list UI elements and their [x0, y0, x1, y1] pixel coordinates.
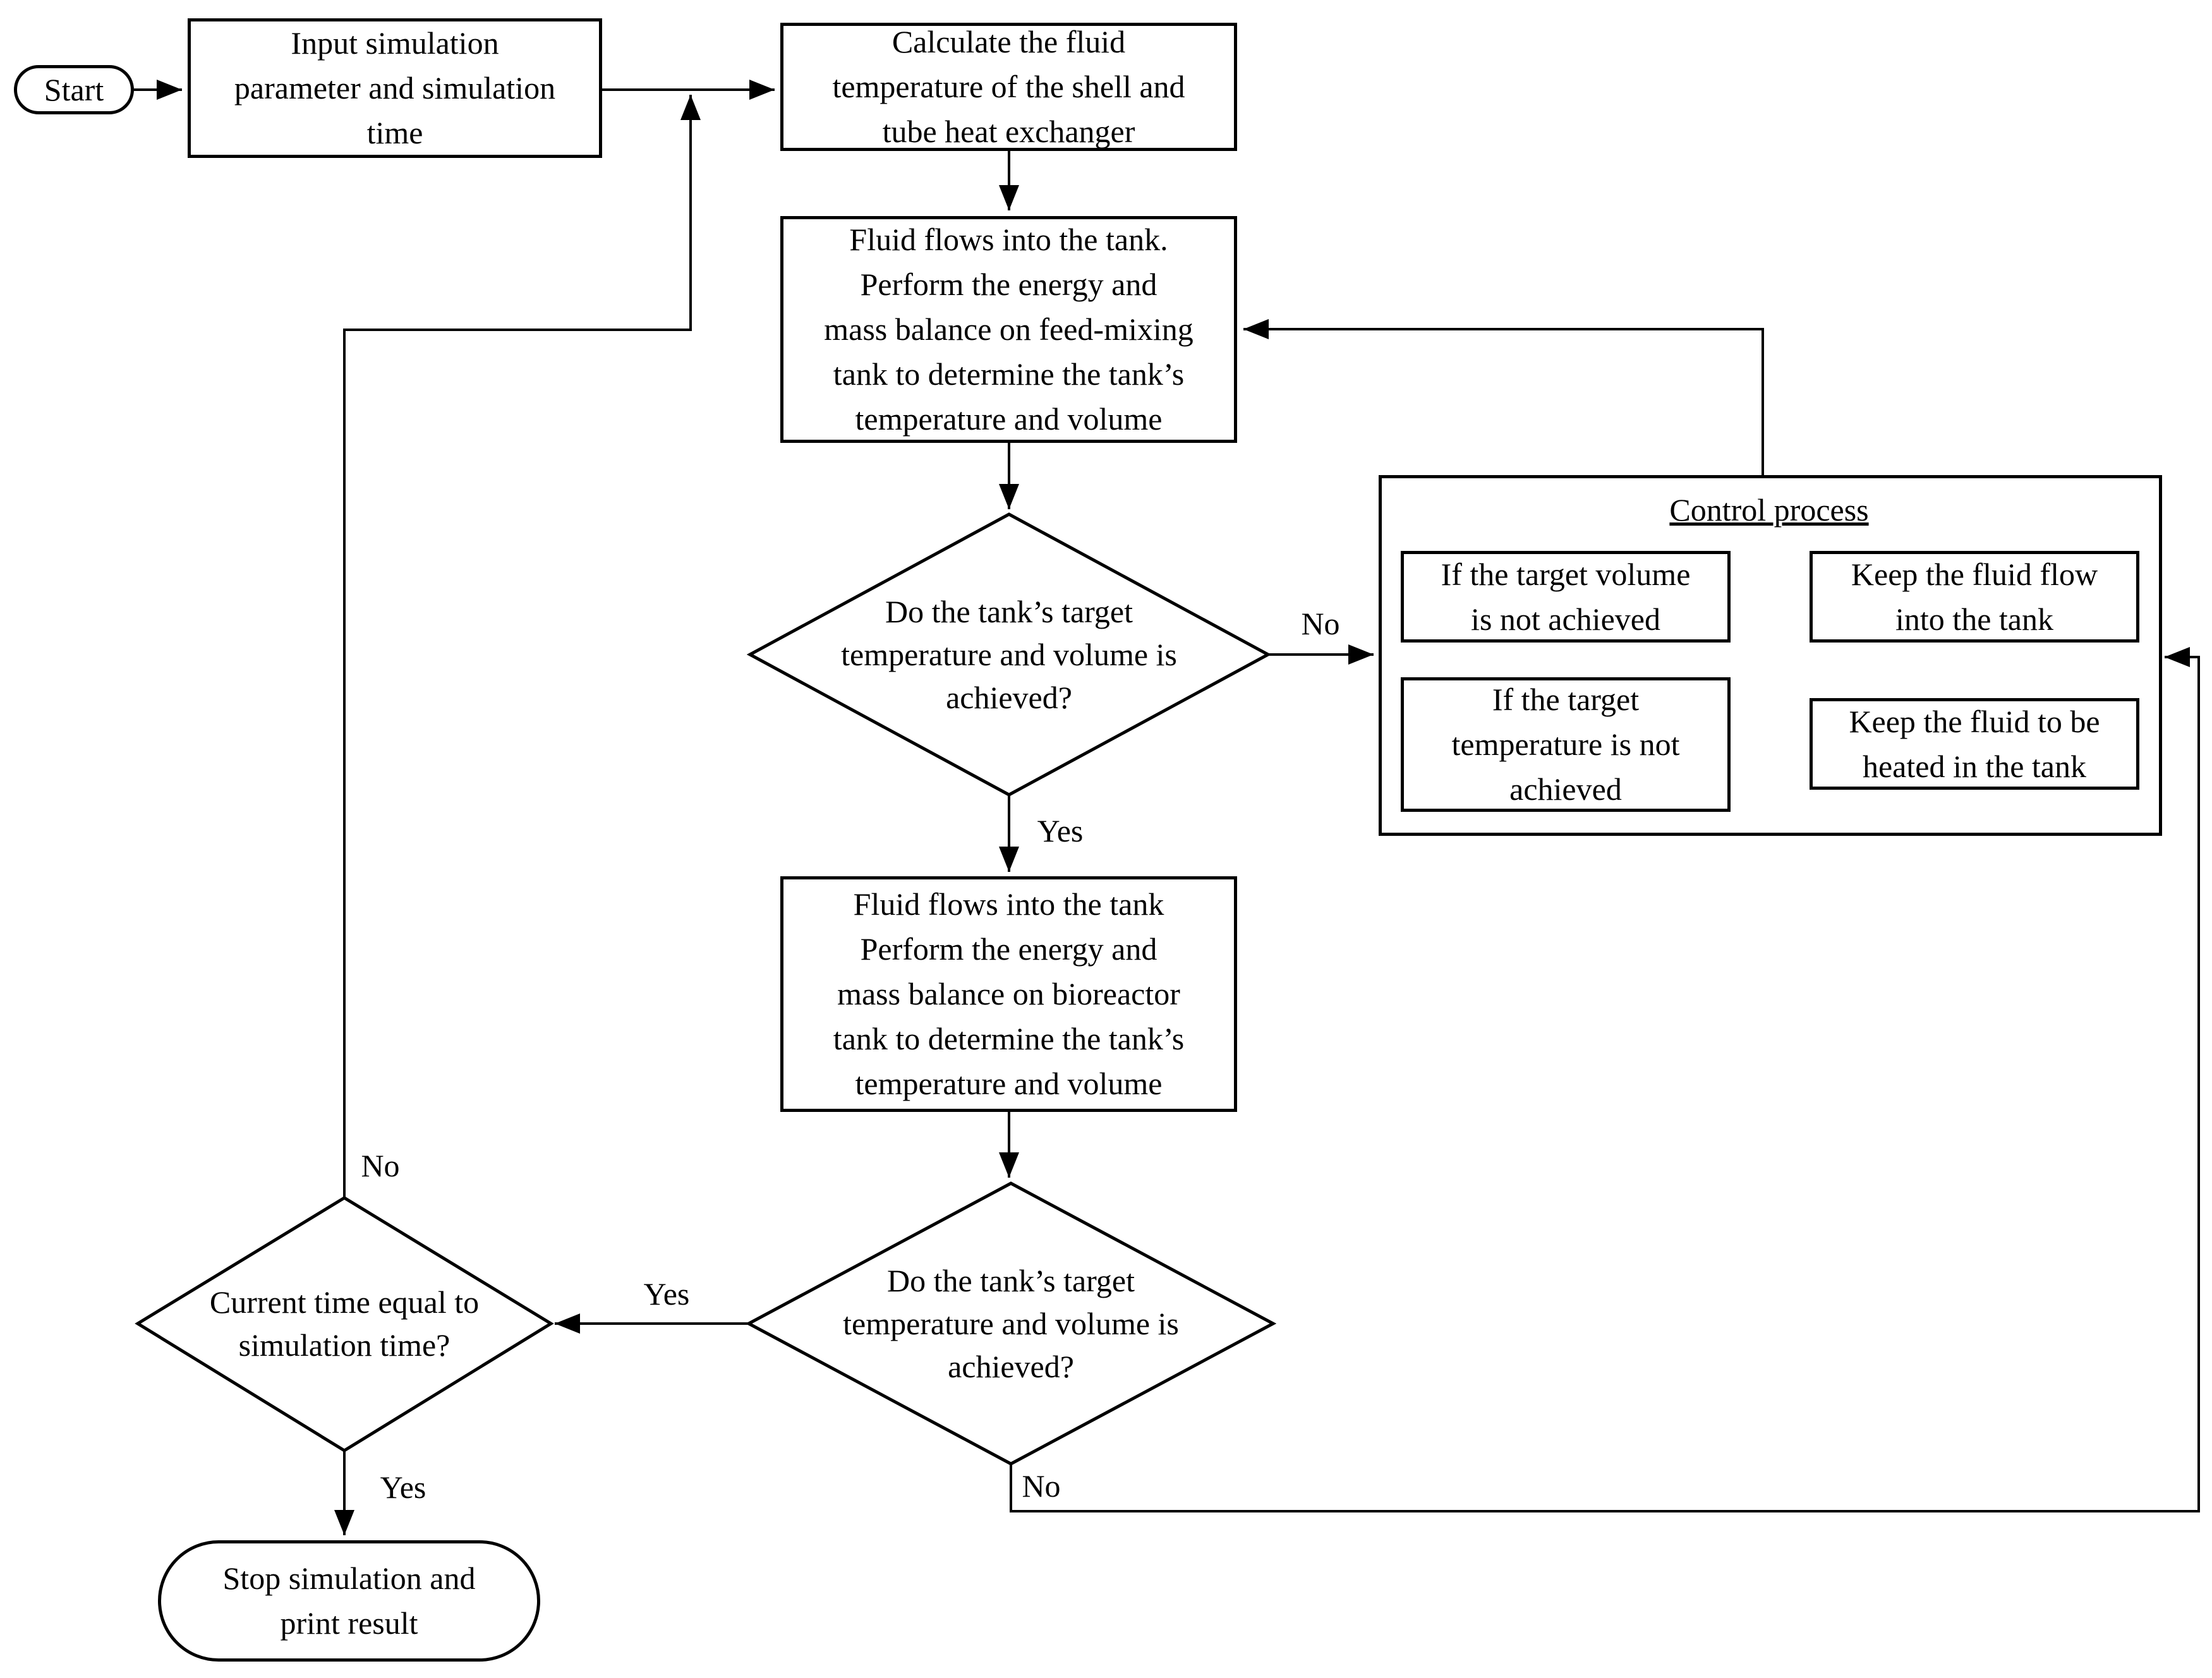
input-parameters-box: Input simulation parameter and simulatio…	[188, 18, 602, 158]
temperature-condition-box: If the target temperature is not achieve…	[1401, 677, 1731, 812]
feed-mixing-tank-box: Fluid flows into the tank. Perform the e…	[780, 216, 1237, 443]
control-process-title: Control process	[1669, 492, 1869, 528]
heat-exchanger-box: Calculate the fluid temperature of the s…	[780, 23, 1237, 151]
bioreactor-tank-box: Fluid flows into the tank Perform the en…	[780, 876, 1237, 1112]
stop-node: Stop simulation and print result	[158, 1540, 540, 1662]
volume-action-box: Keep the fluid flow into the tank	[1810, 551, 2139, 643]
edge-label-yes-time-decision: Yes	[380, 1470, 426, 1505]
edge-label-no-bioreactor-decision: No	[1022, 1468, 1061, 1504]
bioreactor-decision-text: Do the tank’s target temperature and vol…	[843, 1263, 1179, 1384]
edge-label-no-time-decision: No	[361, 1148, 400, 1183]
temperature-action-box: Keep the fluid to be heated in the tank	[1810, 698, 2139, 790]
start-node: Start	[14, 65, 134, 114]
edge-time-decision-no-loop	[343, 95, 701, 1198]
edge-control-process-to-feed-mixing	[1243, 319, 1764, 475]
bioreactor-decision-diamond	[745, 1181, 1277, 1466]
edge-bio-decision-no-loop-to-control	[1010, 647, 2200, 1512]
edge-label-yes-feed-decision: Yes	[1037, 813, 1084, 848]
feed-tank-decision-diamond	[746, 512, 1272, 797]
simulation-time-decision-text: Current time equal to simulation time?	[209, 1284, 480, 1363]
edge-label-yes-bioreactor-decision: Yes	[643, 1276, 690, 1312]
simulation-time-decision-diamond	[135, 1196, 554, 1452]
feed-tank-decision-text: Do the tank’s target temperature and vol…	[841, 594, 1177, 715]
volume-condition-box: If the target volume is not achieved	[1401, 551, 1731, 643]
edge-label-no-feed-decision: No	[1301, 606, 1340, 641]
